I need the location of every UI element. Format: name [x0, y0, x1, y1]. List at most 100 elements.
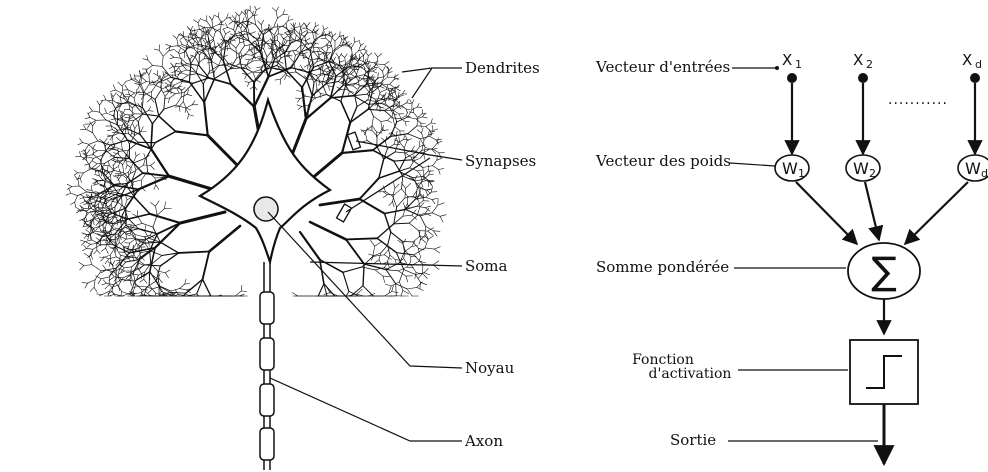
dendrite-branch	[300, 232, 320, 260]
dendrite-branch	[170, 55, 174, 58]
dendrite-branch	[399, 114, 401, 118]
dendrite-branch	[420, 136, 429, 139]
dendrite-branch	[132, 214, 137, 217]
dendrite-branch	[433, 231, 440, 232]
dendrite-branch	[404, 247, 411, 252]
dendrite-branch	[253, 72, 256, 79]
dendrite-branch	[408, 134, 420, 139]
dendrite-branch	[154, 185, 156, 190]
dendrite-branch	[239, 16, 240, 22]
dendrite-branch	[395, 152, 405, 153]
dendrite-branch	[244, 45, 251, 46]
dendrite-branch	[134, 74, 135, 79]
dendrite-branch	[342, 150, 373, 153]
dendrite-branch	[385, 284, 391, 286]
dendrite-branch	[364, 87, 369, 92]
dendrite-branch	[241, 53, 242, 58]
biological-neuron: Dendrites Synapses Soma Noyau Axon	[66, 6, 540, 470]
dendrite-branch	[196, 63, 198, 73]
dendrite-branch	[335, 36, 340, 41]
weight-w1: W 1	[775, 155, 809, 181]
dendrite-branch	[74, 173, 78, 176]
dendrite-branch	[79, 186, 87, 192]
dendrite-branch	[209, 33, 214, 38]
dendrite-branch	[125, 135, 130, 144]
dendrite-branch	[145, 242, 160, 243]
dendrite-branch	[360, 178, 379, 199]
label-noyau: Noyau	[465, 359, 515, 377]
dendrite-branch	[242, 68, 254, 82]
dendrite-branch	[87, 244, 90, 247]
dendrite-branch	[135, 125, 137, 129]
dendrite-branch	[393, 102, 394, 111]
dendrite-branch	[425, 206, 431, 208]
dendrite-branch	[142, 223, 153, 227]
dendrite-branch	[377, 92, 380, 101]
dendrite-branch	[339, 53, 342, 58]
dendrite-branch	[74, 170, 77, 173]
dendrite-branch	[424, 154, 425, 159]
dendrite-branch	[97, 163, 105, 164]
dendrite-branch	[94, 287, 97, 292]
dendrite-branch	[149, 70, 151, 76]
dendrite-branch	[431, 119, 432, 123]
dendrite-branch	[312, 47, 321, 48]
dendrite-branch	[440, 216, 443, 222]
dendrite-branch	[361, 52, 364, 56]
dendrite-branch	[79, 152, 81, 157]
dendrite-branch	[432, 198, 437, 199]
dendrite-branch	[326, 38, 331, 42]
dendrite-branch	[263, 27, 273, 35]
dendrite-branch	[200, 25, 205, 27]
dendrite-branch	[150, 251, 162, 256]
dendrite-branch	[120, 93, 122, 98]
dendrite-branch	[101, 170, 102, 176]
dendrite-branch	[340, 61, 344, 63]
dendrite-branch	[412, 100, 414, 104]
dendrite-branch	[133, 124, 135, 129]
dendrite-branch	[374, 61, 378, 63]
dendrite-branch	[385, 209, 406, 213]
dendrite-branch	[155, 99, 159, 116]
dendrite-branch	[296, 46, 301, 51]
dendrite-branch	[81, 202, 86, 204]
dendrite-branch	[187, 115, 189, 120]
dendrite-branch	[394, 138, 396, 144]
dendrite-branch	[315, 95, 327, 99]
dendrite-branch	[309, 50, 314, 52]
dendrite-branch	[85, 283, 88, 288]
dendrite-branch	[302, 31, 306, 34]
dendrite-branch	[119, 211, 120, 216]
dendrite-branch	[306, 38, 310, 40]
dendrite-branch	[394, 223, 410, 224]
dendrite-branch	[383, 130, 389, 131]
dendrite-branch	[403, 215, 412, 216]
dendrite-branch	[207, 21, 211, 27]
dendrite-branch	[261, 20, 263, 25]
dendrite-branch	[433, 129, 438, 131]
dendrite-branch	[419, 239, 421, 245]
dendrite-branch	[278, 57, 281, 61]
dendrite-branch	[379, 68, 382, 71]
label-output: Sortie	[670, 431, 716, 449]
dendrite-branch	[75, 196, 78, 202]
dendrite-branch	[195, 57, 198, 63]
dendrite-branch	[83, 143, 90, 145]
dendrite-branch	[126, 211, 131, 212]
dendrite-branch	[410, 161, 414, 168]
dendrite-branch	[315, 25, 319, 27]
dendrite-branch	[393, 196, 397, 207]
label-synapses: Synapses	[465, 152, 536, 170]
dendrite-branch	[408, 110, 412, 117]
dendrite-branch	[108, 161, 109, 166]
dendrite-branch	[147, 281, 156, 287]
dendrite-branch	[202, 20, 207, 22]
dendrite-branch	[107, 166, 108, 170]
dendrite-branch	[346, 239, 364, 264]
dendrite-branch	[110, 90, 115, 91]
dendrite-branch	[419, 255, 421, 261]
dendrite-branch	[135, 235, 144, 237]
dendrite-branch	[183, 75, 188, 79]
dendrite-branch	[147, 55, 148, 60]
dendrite-branch	[256, 8, 260, 10]
